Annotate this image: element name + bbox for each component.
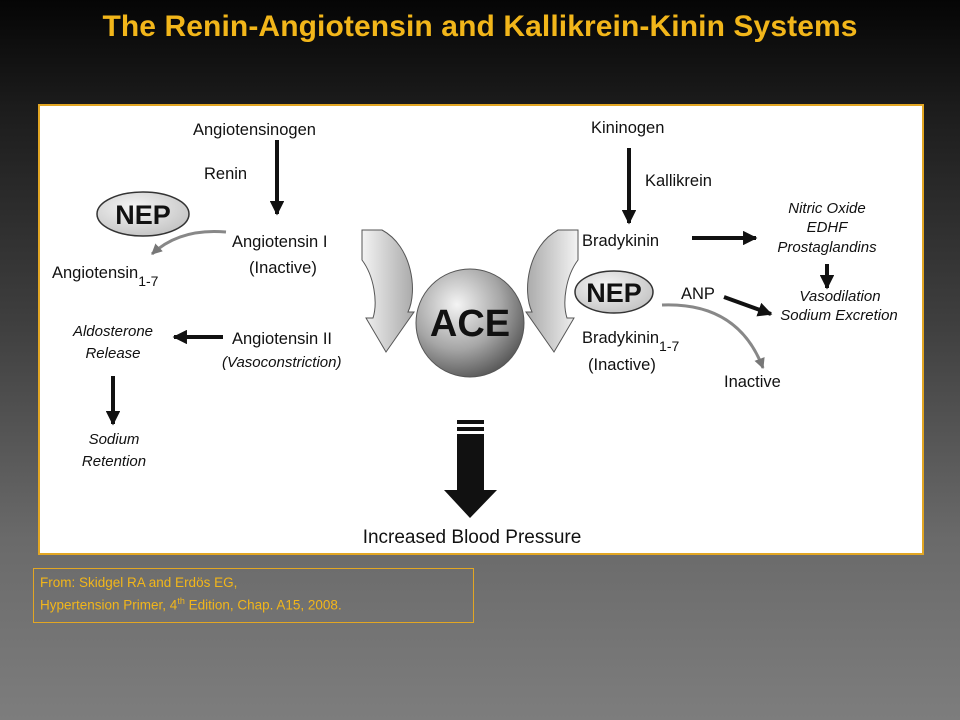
kallikrein-label: Kallikrein	[645, 172, 712, 190]
bradykinin-label: Bradykinin	[582, 232, 659, 250]
increased-bp-arrow	[444, 420, 497, 518]
bradykinin-1-7-state: (Inactive)	[588, 356, 656, 374]
nep-left-badge	[96, 191, 190, 237]
edhf-label: EDHF	[807, 219, 849, 236]
angiotensin-1-7-label: Angiotensin1-7	[52, 264, 159, 289]
angiotensin-i-label: Angiotensin I	[232, 233, 327, 251]
bradykinin-1-7-label: Bradykinin1-7	[582, 329, 679, 354]
nep-right-label: NEP	[586, 278, 642, 308]
angiotensin-ii-state: (Vasoconstriction)	[222, 354, 342, 371]
source-citation: From: Skidgel RA and Erdös EG, Hypertens…	[33, 568, 474, 623]
pathway-diagram: Angiotensinogen Renin NEP Angiotensin1-7…	[52, 119, 898, 548]
ace-label: ACE	[430, 303, 510, 345]
source-line2: Hypertension Primer, 4th Edition, Chap. …	[40, 596, 342, 613]
increased-bp-label: Increased Blood Pressure	[363, 527, 582, 548]
source-line1: From: Skidgel RA and Erdös EG,	[40, 575, 238, 590]
anp-arrow	[723, 295, 773, 317]
aldosterone-line2: Release	[85, 345, 140, 362]
nep-right-badge	[574, 270, 654, 314]
ace-conversion-left-arrow	[361, 229, 415, 353]
sodium-retention-line2: Retention	[82, 453, 146, 470]
ace-conversion-right-arrow	[525, 229, 579, 353]
nep-right-cleavage-arrow	[661, 303, 765, 370]
angiotensin-i-state: (Inactive)	[249, 259, 317, 277]
kininogen-label: Kininogen	[591, 119, 664, 137]
ace-sphere	[415, 268, 525, 378]
aldosterone-line1: Aldosterone	[72, 323, 153, 340]
slide-title: The Renin-Angiotensin and Kallikrein-Kin…	[102, 10, 858, 43]
angiotensin-ii-label: Angiotensin II	[232, 330, 332, 348]
prostaglandins-label: Prostaglandins	[777, 239, 877, 256]
nep-left-cleavage-arrow	[150, 230, 227, 256]
nitric-oxide-label: Nitric Oxide	[788, 200, 866, 217]
nep-left-label: NEP	[115, 200, 171, 230]
anp-label: ANP	[681, 285, 715, 303]
vasodilation-label: Vasodilation	[799, 288, 880, 305]
diagram-panel: Angiotensinogen Renin NEP Angiotensin1-7…	[38, 104, 924, 555]
renin-label: Renin	[204, 165, 247, 183]
inactive-label: Inactive	[724, 373, 781, 391]
sodium-retention-line1: Sodium	[89, 431, 140, 448]
sodium-excretion-label: Sodium Excretion	[780, 307, 898, 324]
angiotensinogen-label: Angiotensinogen	[193, 121, 316, 139]
